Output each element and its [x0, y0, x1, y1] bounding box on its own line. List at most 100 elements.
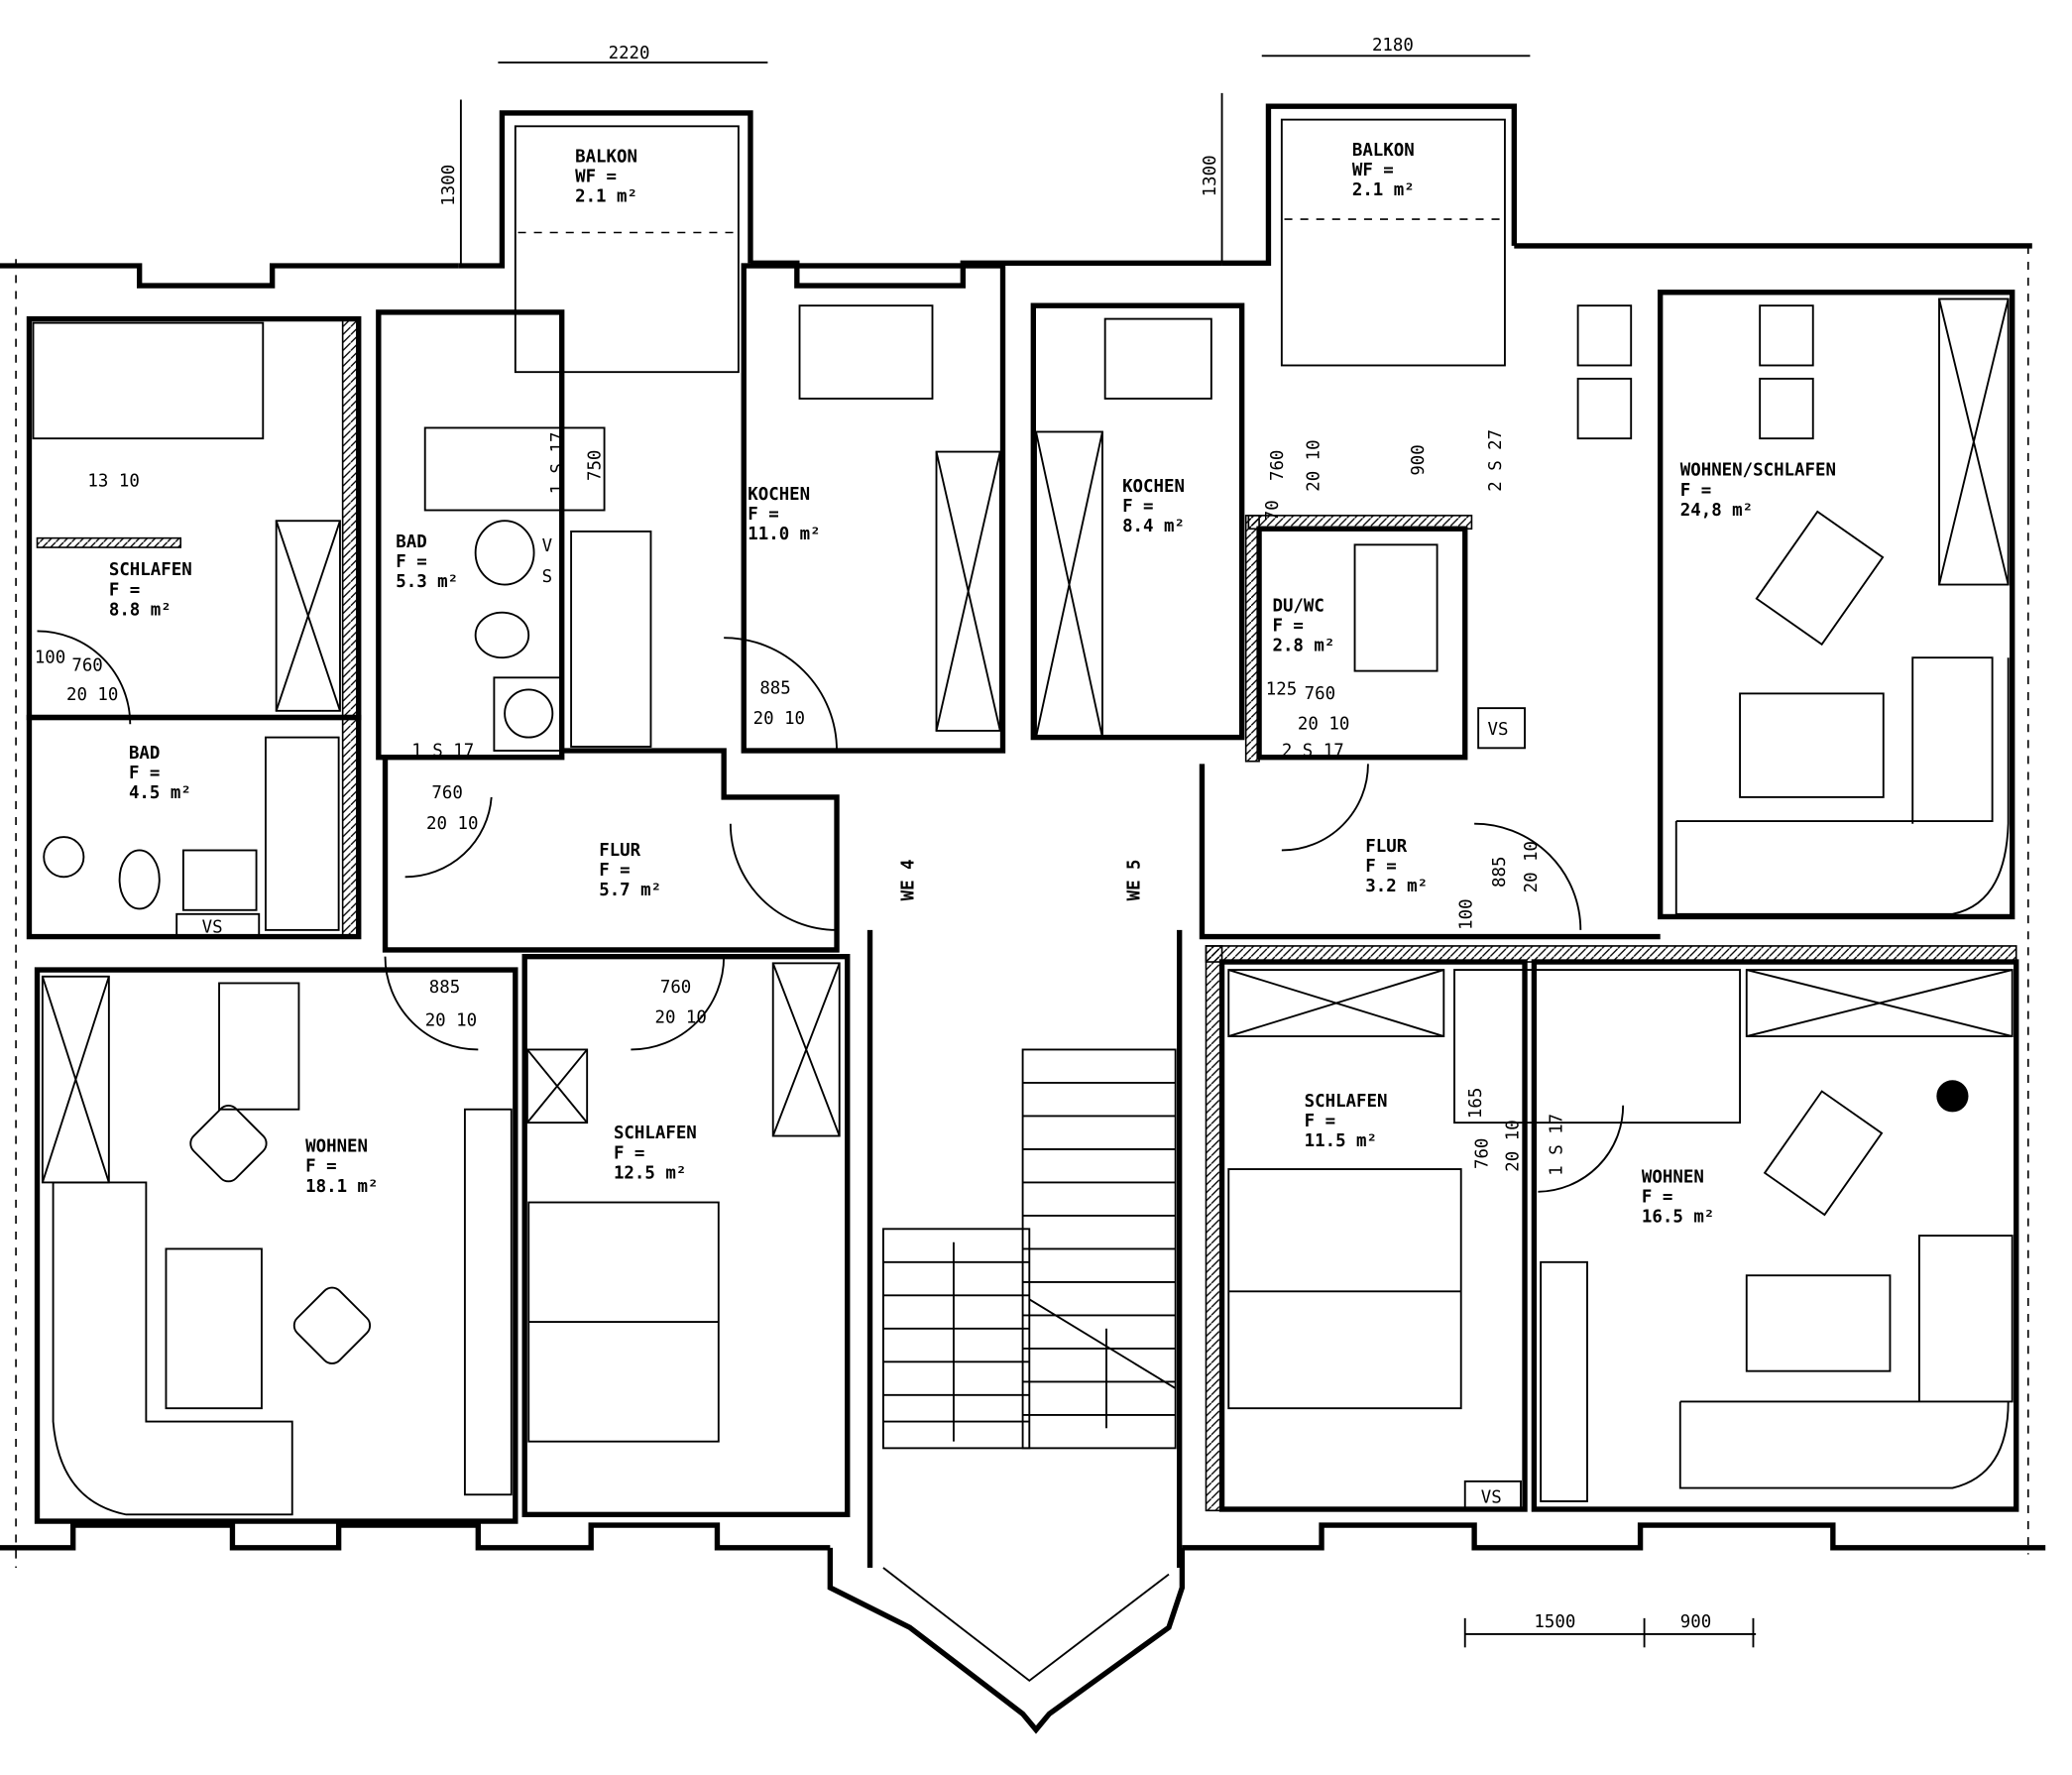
svg-text:BAD: BAD	[129, 744, 160, 764]
svg-text:BALKON: BALKON	[1352, 141, 1415, 161]
door-swings	[37, 630, 1625, 1193]
svg-text:13 10: 13 10	[87, 471, 139, 491]
svg-text:F =: F =	[1122, 497, 1153, 517]
svg-text:F =: F =	[748, 505, 778, 525]
svg-text:WOHNEN/SCHLAFEN: WOHNEN/SCHLAFEN	[1680, 461, 1836, 481]
svg-text:20 10: 20 10	[66, 685, 118, 705]
svg-text:WE 4: WE 4	[899, 859, 919, 900]
svg-text:S: S	[542, 567, 552, 587]
svg-text:1300: 1300	[439, 165, 459, 206]
svg-text:760: 760	[660, 978, 691, 998]
svg-text:20 10: 20 10	[753, 709, 805, 729]
svg-text:70: 70	[1263, 500, 1283, 521]
svg-text:760: 760	[1268, 450, 1288, 481]
balcony-left	[458, 61, 768, 374]
svg-text:SCHLAFEN: SCHLAFEN	[1305, 1092, 1388, 1112]
svg-text:WOHNEN: WOHNEN	[1642, 1167, 1704, 1187]
main-staircase	[881, 1048, 1177, 1450]
svg-text:F =: F =	[599, 861, 630, 881]
svg-text:VS: VS	[1481, 1487, 1502, 1507]
svg-text:SCHLAFEN: SCHLAFEN	[109, 560, 192, 580]
svg-text:WE 5: WE 5	[1125, 859, 1145, 900]
svg-text:F =: F =	[1680, 481, 1711, 501]
svg-text:1500: 1500	[1534, 1612, 1575, 1632]
svg-text:2 S 17: 2 S 17	[1282, 741, 1344, 761]
interior-walls	[26, 263, 2019, 1568]
svg-text:DU/WC: DU/WC	[1272, 596, 1324, 616]
svg-text:885: 885	[429, 978, 460, 998]
svg-text:2180: 2180	[1372, 36, 1414, 56]
balcony-right	[1220, 55, 1531, 367]
svg-text:BAD: BAD	[396, 532, 426, 552]
svg-text:1 S 17: 1 S 17	[411, 741, 474, 761]
svg-text:1 S 17: 1 S 17	[1548, 1114, 1567, 1176]
svg-text:11.5 m²: 11.5 m²	[1305, 1131, 1377, 1151]
svg-text:11.0 m²: 11.0 m²	[748, 525, 820, 544]
svg-text:760: 760	[1305, 684, 1335, 704]
svg-text:760: 760	[431, 783, 462, 803]
room-du-wc: DU/WCF =2.8 m²	[1272, 596, 1334, 655]
svg-text:760: 760	[71, 656, 102, 676]
svg-text:V: V	[542, 536, 552, 556]
svg-text:165: 165	[1466, 1088, 1486, 1119]
svg-text:2.8 m²: 2.8 m²	[1272, 637, 1334, 656]
svg-text:20 10: 20 10	[1522, 841, 1542, 892]
svg-text:4.5 m²: 4.5 m²	[129, 783, 191, 803]
svg-text:20 10: 20 10	[1304, 439, 1324, 491]
svg-text:20 10: 20 10	[654, 1008, 706, 1028]
svg-text:100: 100	[1456, 898, 1476, 929]
dimension-labels: 2220 2180 1300 1300 13 10 100 760 20 10 …	[35, 36, 1757, 1648]
svg-text:20 10: 20 10	[1503, 1120, 1523, 1171]
svg-text:2.1 m²: 2.1 m²	[575, 187, 637, 207]
svg-text:100: 100	[35, 649, 65, 668]
svg-text:F =: F =	[1365, 857, 1396, 877]
svg-text:F =: F =	[129, 764, 160, 783]
svg-text:16.5 m²: 16.5 m²	[1642, 1208, 1714, 1228]
svg-text:F =: F =	[1642, 1188, 1672, 1208]
svg-text:24,8 m²: 24,8 m²	[1680, 501, 1753, 521]
svg-text:20 10: 20 10	[426, 814, 478, 834]
svg-text:1300: 1300	[1201, 155, 1220, 196]
svg-text:WF =: WF =	[1352, 161, 1394, 180]
svg-text:BALKON: BALKON	[575, 147, 637, 167]
svg-text:F =: F =	[1272, 616, 1303, 636]
svg-text:VS: VS	[202, 918, 223, 938]
svg-text:2220: 2220	[609, 44, 650, 63]
svg-text:900: 900	[1680, 1612, 1711, 1632]
svg-text:900: 900	[1409, 444, 1429, 475]
svg-text:20 10: 20 10	[425, 1010, 477, 1030]
svg-text:5.3 m²: 5.3 m²	[396, 572, 458, 592]
svg-text:VS: VS	[1488, 720, 1509, 740]
svg-text:1 S 17: 1 S 17	[548, 432, 568, 495]
svg-text:18.1 m²: 18.1 m²	[305, 1177, 378, 1197]
svg-text:F =: F =	[614, 1143, 644, 1163]
svg-text:760: 760	[1473, 1138, 1493, 1169]
unit-labels: WE 4 WE 5 VS VS VS V S	[175, 536, 1526, 1509]
svg-text:885: 885	[1490, 857, 1510, 888]
svg-text:SCHLAFEN: SCHLAFEN	[614, 1124, 697, 1143]
svg-text:F =: F =	[1305, 1112, 1335, 1131]
svg-text:5.7 m²: 5.7 m²	[599, 881, 661, 900]
svg-text:3.2 m²: 3.2 m²	[1365, 877, 1428, 896]
svg-text:2.1 m²: 2.1 m²	[1352, 180, 1415, 200]
svg-text:FLUR: FLUR	[1365, 837, 1407, 857]
svg-text:F =: F =	[305, 1157, 336, 1177]
svg-text:F =: F =	[109, 580, 140, 600]
plant-icon	[1936, 1080, 1969, 1113]
svg-text:KOCHEN: KOCHEN	[748, 485, 810, 505]
svg-text:F =: F =	[396, 552, 426, 572]
